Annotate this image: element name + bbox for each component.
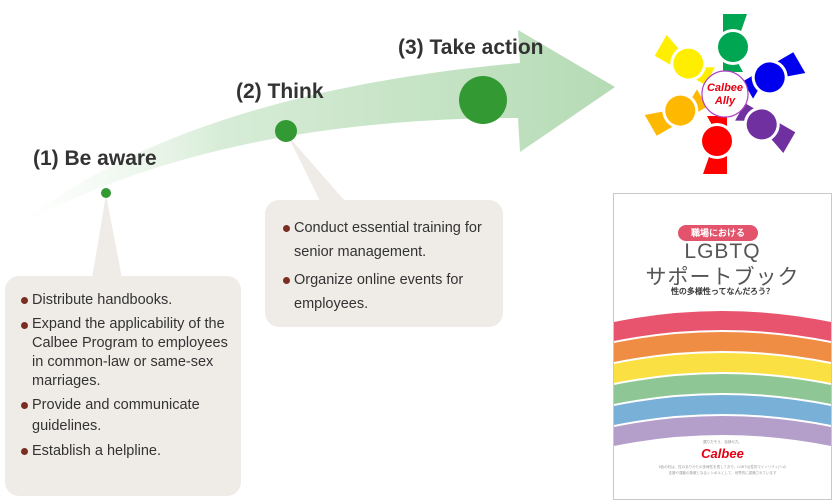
- lgbtq-support-book-cover: 職場における LGBTQ サポートブック 性の多様性ってなんだろう？ 掘りだそう…: [613, 193, 832, 500]
- list-item: Organize online events for employees.: [283, 268, 493, 316]
- callout-be-aware: Distribute handbooks. Expand the applica…: [5, 276, 241, 496]
- stage-dot-take-action: [459, 76, 507, 124]
- rainbow-band: [614, 395, 831, 425]
- calbee-ally-logo: Calbee Ally: [644, 14, 806, 174]
- callout-think: Conduct essential training for senior ma…: [265, 200, 503, 327]
- booklet-title-support-book: サポートブック: [645, 266, 800, 289]
- logo-petal-orange: [644, 89, 707, 136]
- booklet-footer-line2: 支援や運動の象徴となるシンボルとして、世界的に認識されています: [668, 471, 777, 475]
- bullet-icon: [21, 322, 28, 329]
- stage-dot-think: [275, 120, 297, 142]
- rainbow-band: [614, 353, 831, 383]
- logo-center-circle: [701, 70, 749, 118]
- stage-label-think: (2) Think: [236, 80, 324, 103]
- list-item: Expand the applicability of the Calbee P…: [21, 315, 233, 391]
- bullet-icon: [21, 448, 28, 455]
- logo-petal-purple: [735, 103, 796, 154]
- booklet-slogan: 掘りだそう、自然の力。: [703, 440, 742, 444]
- logo-petal-blue: [743, 52, 806, 99]
- logo-text-ally: Ally: [714, 95, 736, 107]
- booklet-brand-logo: Calbee: [701, 446, 744, 461]
- list-item: Establish a helpline.: [21, 441, 233, 462]
- logo-petal-yellow: [654, 34, 715, 85]
- callout-pointer-think: [288, 136, 345, 201]
- rainbow-band: [614, 374, 831, 404]
- rainbow-band: [614, 332, 831, 362]
- list-item: Distribute handbooks.: [21, 290, 233, 311]
- logo-petal-green: [715, 14, 751, 72]
- rainbow-band: [614, 311, 831, 341]
- rainbow-band: [614, 416, 831, 446]
- callout-pointer-be-aware: [92, 195, 122, 278]
- logo-petal-red: [699, 116, 735, 174]
- arrow-body: [8, 30, 615, 232]
- stage-dot-be-aware: [101, 188, 111, 198]
- stage-label-take-action: (3) Take action: [398, 36, 544, 59]
- booklet-footer-line1: 6色の虹は、性のありかたの多様性を表しており、LGBTQ(性的マイノリティ)への: [658, 465, 787, 469]
- bullet-icon: [21, 402, 28, 409]
- booklet-title-lgbtq: LGBTQ: [684, 240, 761, 263]
- booklet-tag: 職場における: [678, 225, 758, 241]
- bullet-icon: [283, 277, 290, 284]
- booklet-subtitle: 性の多様性ってなんだろう？: [670, 287, 775, 296]
- bullet-icon: [283, 225, 290, 232]
- list-item: Conduct essential training for senior ma…: [283, 216, 493, 264]
- list-item: Provide and communicate guidelines.: [21, 395, 233, 437]
- stage-label-be-aware: (1) Be aware: [33, 147, 157, 170]
- bullet-icon: [21, 297, 28, 304]
- logo-text-calbee: Calbee: [707, 82, 743, 94]
- rainbow-graphic: [614, 311, 831, 446]
